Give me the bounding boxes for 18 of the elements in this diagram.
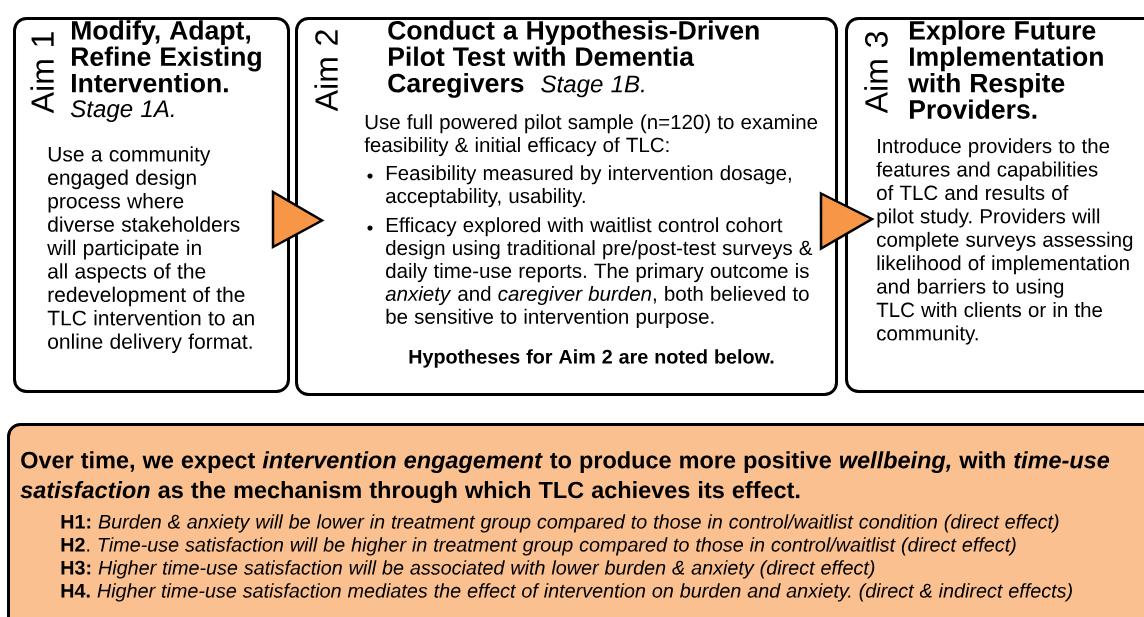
hypothesis-text: H1: Burden & anxiety will be lower in treatment group compared to those in control/waitlist condition (direct effect) <box>61 514 1059 533</box>
hypothesis-text: H3: Higher time-use satisfaction will be associated with lower burden & anxiety (direct effect) <box>61 560 875 579</box>
note-text: Hypotheses for Aim 2 are noted below. <box>409 349 774 368</box>
aim-title: Modify, Adapt, Refine Existing Intervention. <box>72 20 261 93</box>
aim-title: Conduct a Hypothesis-Driven Pilot Test with Dementia Caregivers Stage 1B. <box>388 20 759 98</box>
aim-label: Aim 2 <box>314 30 338 112</box>
stage-label: Stage 1A. <box>70 100 174 122</box>
body-text: Use a community engaged design process where diverse stakeholders will participate in all aspects of the redevelopment of the TLC intervention to an online delivery format. <box>47 146 254 354</box>
hypothesis-text: H2. Time-use satisfaction will be higher in treatment group compared to those in control/waitlist (direct effect) <box>61 537 1016 556</box>
bullet-text: Efficacy explored with waitlist control cohort design using traditional pre/post-test surveys & daily time-use reports. The primary outcome is anxiety and caregiver burden, both believed to be sensitive to intervention purpose. <box>385 217 813 328</box>
hypothesis-text: H4. Higher time-use satisfaction mediates the effect of intervention on burden and anxiety. (direct & indirect effects) <box>61 583 1072 602</box>
aim-label: Aim 1 <box>30 32 54 114</box>
aim-label: Aim 3 <box>864 32 888 114</box>
summary-text: Over time, we expect intervention engagement to produce more positive wellbeing, with time-use satisfaction as the mechanism through which TLC achieves its effect. <box>20 451 1110 504</box>
aim-title: Explore Future Implementation with Respite Providers. <box>908 20 1103 119</box>
body-text: Use full powered pilot sample (n=120) to examine feasibility & initial efficacy of TLC: <box>364 114 818 157</box>
bullet-text: Feasibility measured by intervention dosage, acceptability, usability. <box>386 165 791 208</box>
body-text: Introduce providers to the features and capabilities of TLC and results of pilot study. Providers will complete surveys assessing likelihood of implementation and barriers to using TLC with clients or in the community. <box>876 138 1133 345</box>
